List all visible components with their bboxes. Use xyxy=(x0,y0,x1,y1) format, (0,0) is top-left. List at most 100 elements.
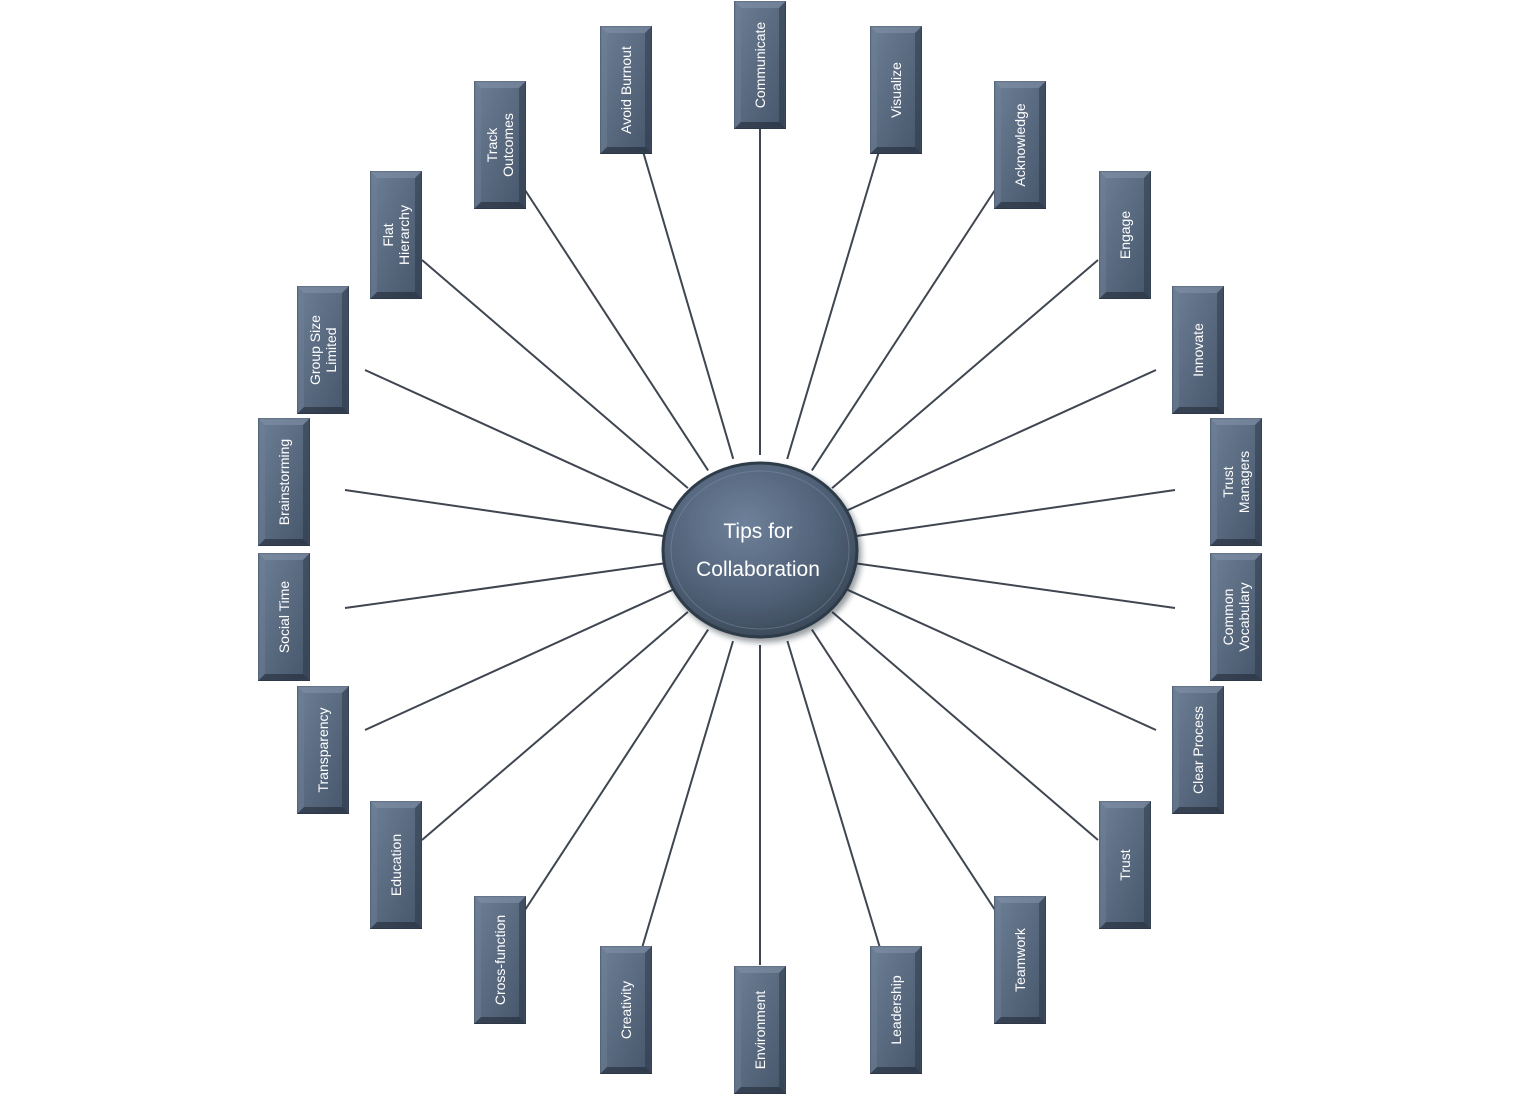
node-label: Cross-function xyxy=(492,915,508,1005)
node-bevel xyxy=(600,26,607,154)
node-bevel xyxy=(1172,686,1179,814)
node-bevel xyxy=(1217,686,1224,814)
spoke-common-vocabulary xyxy=(853,562,1176,609)
node-label: Communicate xyxy=(752,22,768,109)
node-bevel xyxy=(1099,292,1151,299)
node-bevel xyxy=(342,286,349,414)
node-label-line: Flat xyxy=(380,223,396,246)
node-bevel xyxy=(370,922,422,929)
spoke-layer xyxy=(344,125,1176,965)
node-label-line: Vocabulary xyxy=(1236,582,1252,651)
center-title-line: Collaboration xyxy=(696,558,820,581)
node-face xyxy=(1210,553,1262,681)
node-label: Education xyxy=(388,834,404,896)
node-face xyxy=(297,286,349,414)
spoke-leadership xyxy=(786,640,881,949)
node-bevel xyxy=(870,147,922,154)
node-common-vocabulary: CommonVocabulary xyxy=(1210,553,1262,681)
node-bevel xyxy=(474,1017,526,1024)
node-transparency: Transparency xyxy=(297,686,349,814)
spoke-flat-hierarchy xyxy=(421,259,689,489)
node-bevel xyxy=(1144,801,1151,929)
node-acknowledge: Acknowledge xyxy=(994,81,1046,209)
spoke-cross-function xyxy=(524,629,709,911)
node-bevel xyxy=(1039,81,1046,209)
node-bevel xyxy=(474,896,481,1024)
node-label-line: Environment xyxy=(752,991,768,1070)
node-label: Trust xyxy=(1117,849,1133,880)
node-label: TrustManagers xyxy=(1220,451,1252,513)
node-bevel xyxy=(915,946,922,1074)
node-bevel xyxy=(258,553,265,681)
node-bevel xyxy=(342,686,349,814)
center-circle xyxy=(661,461,859,639)
spoke-clear-process xyxy=(846,588,1157,731)
spoke-track-outcomes xyxy=(524,189,709,471)
node-label: Social Time xyxy=(276,581,292,654)
node-bevel xyxy=(415,171,422,299)
node-visualize: Visualize xyxy=(870,26,922,154)
node-label: Avoid Burnout xyxy=(618,46,634,134)
node-environment: Environment xyxy=(734,966,786,1094)
node-bevel xyxy=(370,292,422,299)
node-label: Visualize xyxy=(888,62,904,118)
node-face xyxy=(1099,171,1151,299)
node-bevel xyxy=(1210,553,1217,681)
node-bevel xyxy=(303,553,310,681)
node-label-line: Managers xyxy=(1236,451,1252,513)
node-bevel xyxy=(1210,674,1262,681)
spoke-engage xyxy=(831,259,1099,489)
node-label-line: Group Size xyxy=(307,315,323,385)
node-bevel xyxy=(870,946,922,953)
node-bevel xyxy=(600,946,652,953)
node-label: Group SizeLimited xyxy=(307,315,339,385)
node-bevel xyxy=(994,81,1046,88)
node-bevel xyxy=(474,202,526,209)
node-face xyxy=(994,896,1046,1024)
node-bevel xyxy=(1210,539,1262,546)
node-bevel xyxy=(297,407,349,414)
node-label: Creativity xyxy=(618,981,634,1039)
node-label: Teamwork xyxy=(1012,927,1028,992)
node-bevel xyxy=(1039,896,1046,1024)
node-bevel xyxy=(994,202,1046,209)
node-bevel xyxy=(474,896,526,903)
node-bevel xyxy=(1099,801,1106,929)
node-clear-process: Clear Process xyxy=(1172,686,1224,814)
node-bevel xyxy=(779,966,786,1094)
node-creativity: Creativity xyxy=(600,946,652,1074)
node-bevel xyxy=(915,26,922,154)
node-bevel xyxy=(297,686,304,814)
node-label: TrackOutcomes xyxy=(484,113,516,177)
node-label-line: Visualize xyxy=(888,62,904,118)
spoke-education xyxy=(421,611,689,841)
node-bevel xyxy=(1255,418,1262,546)
node-bevel xyxy=(258,539,310,546)
node-label-line: Trust xyxy=(1117,849,1133,880)
node-trust-managers: TrustManagers xyxy=(1210,418,1262,546)
node-label: Transparency xyxy=(315,707,331,792)
node-bevel xyxy=(870,26,877,154)
spoke-avoid-burnout xyxy=(641,147,735,460)
node-label-line: Avoid Burnout xyxy=(618,46,634,134)
spoke-creativity xyxy=(641,640,734,949)
node-bevel xyxy=(1172,286,1179,414)
node-track-outcomes: TrackOutcomes xyxy=(474,81,526,209)
node-bevel xyxy=(645,26,652,154)
node-label: Clear Process xyxy=(1190,706,1206,794)
node-brainstorming: Brainstorming xyxy=(258,418,310,546)
node-label-line: Transparency xyxy=(315,707,331,792)
node-label: Engage xyxy=(1117,211,1133,259)
spoke-social-time xyxy=(344,562,667,609)
node-label-line: Common xyxy=(1220,589,1236,646)
node-bevel xyxy=(870,946,877,1074)
node-bevel xyxy=(258,674,310,681)
node-bevel xyxy=(1172,286,1224,293)
node-label-line: Outcomes xyxy=(500,113,516,177)
node-bevel xyxy=(870,1067,922,1074)
node-bevel xyxy=(779,1,786,129)
node-bevel xyxy=(1099,801,1151,808)
node-bevel xyxy=(297,807,349,814)
